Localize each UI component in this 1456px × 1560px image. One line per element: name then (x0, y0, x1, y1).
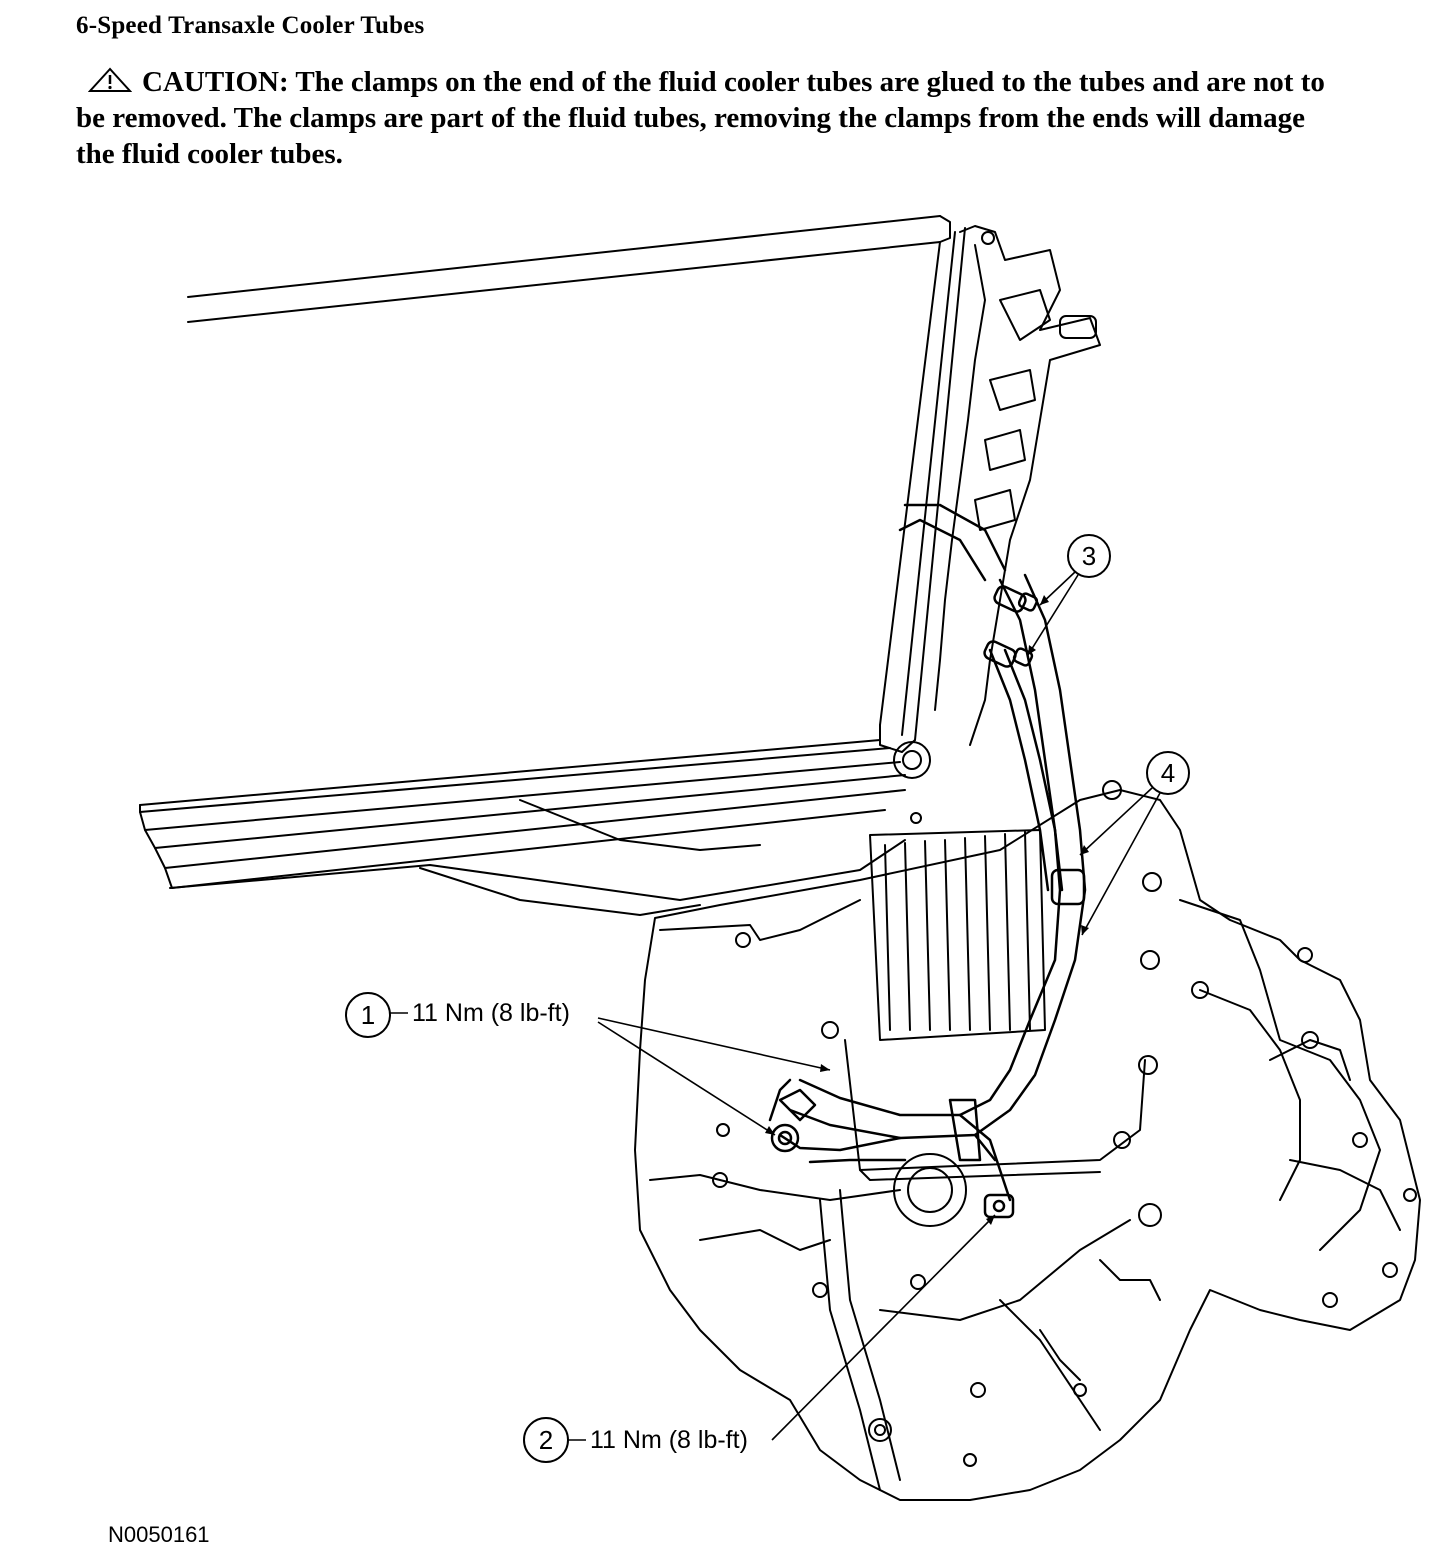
caution-note: CAUTION: The clamps on the end of the fl… (76, 64, 1456, 172)
callout-1: 1 11 Nm (8 lb-ft) (345, 992, 831, 1136)
callout-2-number: 2 (539, 1425, 553, 1455)
callout-3-number: 3 (1082, 541, 1096, 571)
transaxle-illustration (634, 780, 1421, 1501)
warning-triangle-icon (88, 67, 132, 92)
callout-3: 3 (1027, 534, 1111, 656)
callout-1-number: 1 (361, 1000, 375, 1030)
callout-4-number: 4 (1161, 758, 1175, 788)
radiator-illustration (139, 215, 1101, 916)
callout-2-torque: 11 Nm (8 lb-ft) (590, 1426, 748, 1454)
callout-1-torque: 11 Nm (8 lb-ft) (412, 999, 570, 1027)
caution-line-2: be removed. The clamps are part of the f… (76, 102, 1305, 134)
figure-id: N0050161 (108, 1522, 210, 1547)
cooler-tubes (768, 503, 1087, 1219)
callout-2: 2 11 Nm (8 lb-ft) (523, 1214, 996, 1463)
caution-text-1: CAUTION: The clamps on the end of the fl… (142, 66, 1325, 98)
caution-line-1: CAUTION: The clamps on the end of the fl… (76, 64, 1456, 100)
page-title: 6-Speed Transaxle Cooler Tubes (76, 12, 425, 39)
callout-4: 4 (1079, 751, 1190, 936)
caution-line-3: the fluid cooler tubes. (76, 138, 343, 170)
